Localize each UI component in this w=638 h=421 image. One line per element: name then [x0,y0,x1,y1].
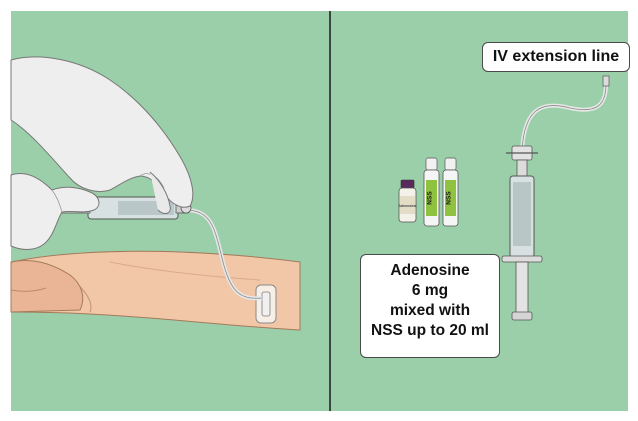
adenosine-dose-label: Adenosine 6 mg mixed with NSS up to 20 m… [360,254,500,358]
nss-ampoule-1-label: NSS [427,191,434,205]
nss-ampoule-2-top [445,158,456,170]
syringe-right-tip [517,160,527,178]
nss-ampoule-1-top [426,158,437,170]
syringe-right-thumb-rest [512,312,532,320]
syringe-right-plunger [516,262,528,314]
iv-extension-line-label: IV extension line [482,42,630,72]
syringe-right-fluid [513,182,531,246]
adenosine-vial: Adenosine [398,180,416,222]
nss-ampoule-2-label: NSS [446,191,453,205]
adenosine-vial-cap [401,180,414,188]
dose-label-line-3: mixed with [361,301,499,321]
adenosine-vial-label: Adenosine [398,204,416,208]
dose-label-line-2: 6 mg [361,281,499,301]
extension-line-connector [603,76,609,86]
dose-label-line-1: Adenosine [361,261,499,281]
syringe-right-flange [502,256,542,262]
dose-label-line-4: NSS up to 20 ml [361,321,499,341]
nss-ampoule-1: NSS [424,158,439,226]
cannula-hub [262,292,270,316]
nss-ampoule-2: NSS [443,158,458,226]
